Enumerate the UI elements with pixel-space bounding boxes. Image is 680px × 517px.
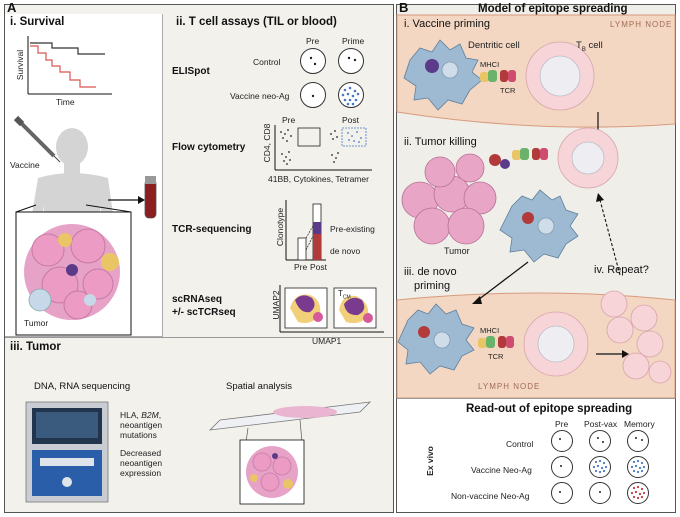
flow-col-pre: Pre [282,115,296,125]
readout-row-vaccine: Vaccine Neo-Ag [471,465,532,475]
readout-dish [551,456,573,478]
tcr-preexisting: Pre-existing [330,224,375,234]
panel-b-letter: B [399,0,409,15]
tcr-label-bottom: TCR [488,352,504,361]
readout-dish [627,456,649,478]
elispot-col-pre: Pre [306,36,320,46]
tcr-label-top: TCR [500,86,516,95]
flow-label: Flow cytometry [172,142,246,153]
denovo-label-2: priming [414,280,451,292]
elispot-row-vaccine: Vaccine neo-Ag [230,91,290,101]
scrna-tcm: TCM [338,289,351,301]
hla-line-3: mutations [120,430,157,440]
tb-sub: B [581,46,586,53]
readout-col-memory: Memory [624,419,655,429]
elispot-dish [300,48,326,74]
survival-title: i. Survival [10,16,65,28]
readout-title: Read-out of epitope spreading [466,403,633,415]
dec-line-3: expression [120,468,162,478]
panel-a-letter: A [7,0,17,15]
lymph-node-label-bottom: LYMPH NODE [478,382,541,391]
readout-dish [551,430,573,452]
repeat-label: iv. Repeat? [594,264,649,276]
panel-b-title: Model of epitope spreading [478,3,628,15]
tumor-label-b: Tumor [444,246,470,256]
mhci-label-top: MHCI [480,60,500,69]
mhci-label-bottom: MHCI [480,326,500,335]
elispot-col-prime: Prime [342,36,365,46]
tb-suffix: cell [585,40,603,51]
dec-line-1: Decreased [120,448,162,458]
flow-col-post: Post [342,115,360,125]
dna-title: DNA, RNA sequencing [34,381,131,392]
tumor-killing-label: ii. Tumor killing [404,136,477,148]
hla-line-1: HLA, B2M, [120,410,161,420]
hla-text-a: HLA, [120,410,142,420]
tcr-label: TCR-sequencing [172,224,252,235]
tb-main: T [576,40,582,51]
elispot-row-control: Control [253,57,281,67]
tumor-section-divider [5,337,393,338]
readout-dish [589,456,611,478]
tumor-label: Tumor [24,318,49,328]
spatial-title: Spatial analysis [226,381,293,392]
dec-line-2: neoantigen [120,458,163,468]
scrna-tcm-sub: CM [342,294,351,301]
readout-dish [551,482,573,504]
vaccine-label: Vaccine [10,160,40,170]
readout-dish [627,430,649,452]
hla-line-2: neoantigen [120,420,163,430]
tcr-pre: Pre [294,262,308,272]
readout-col-postvax: Post-vax [584,419,618,429]
tcell-title: ii. T cell assays (TIL or blood) [176,16,337,28]
scrna-label-2: +/- scTCRseq [172,307,236,318]
denovo-label-1: iii. de novo [404,266,457,278]
readout-col-pre: Pre [555,419,569,429]
dendritic-label: Dentritic cell [468,40,520,51]
readout-dish [589,430,611,452]
elispot-dish [338,48,364,74]
tb-cell-label: TB cell [576,40,603,53]
scrna-label-1: scRNAseq [172,294,223,305]
tumor-section-title: iii. Tumor [10,341,61,353]
scrna-xlabel: UMAP1 [312,336,342,346]
readout-row-nonvaccine: Non-vaccine Neo-Ag [451,491,530,501]
scrna-tcm-main: T [338,289,343,298]
readout-dish [627,482,649,504]
tcr-denovo: de novo [330,246,361,256]
lymph-node-label-top: LYMPH NODE [610,20,673,29]
hla-text-b2m: B2M [141,410,159,420]
readout-row-control: Control [506,439,534,449]
tcr-post: Post [310,262,328,272]
survival-xlabel: Time [56,97,75,107]
hla-text-c: , [158,410,162,420]
vaccine-priming-label: i. Vaccine priming [404,18,490,30]
flow-xlabel: 41BB, Cytokines, Tetramer [268,174,369,184]
elispot-label: ELISpot [172,66,210,77]
